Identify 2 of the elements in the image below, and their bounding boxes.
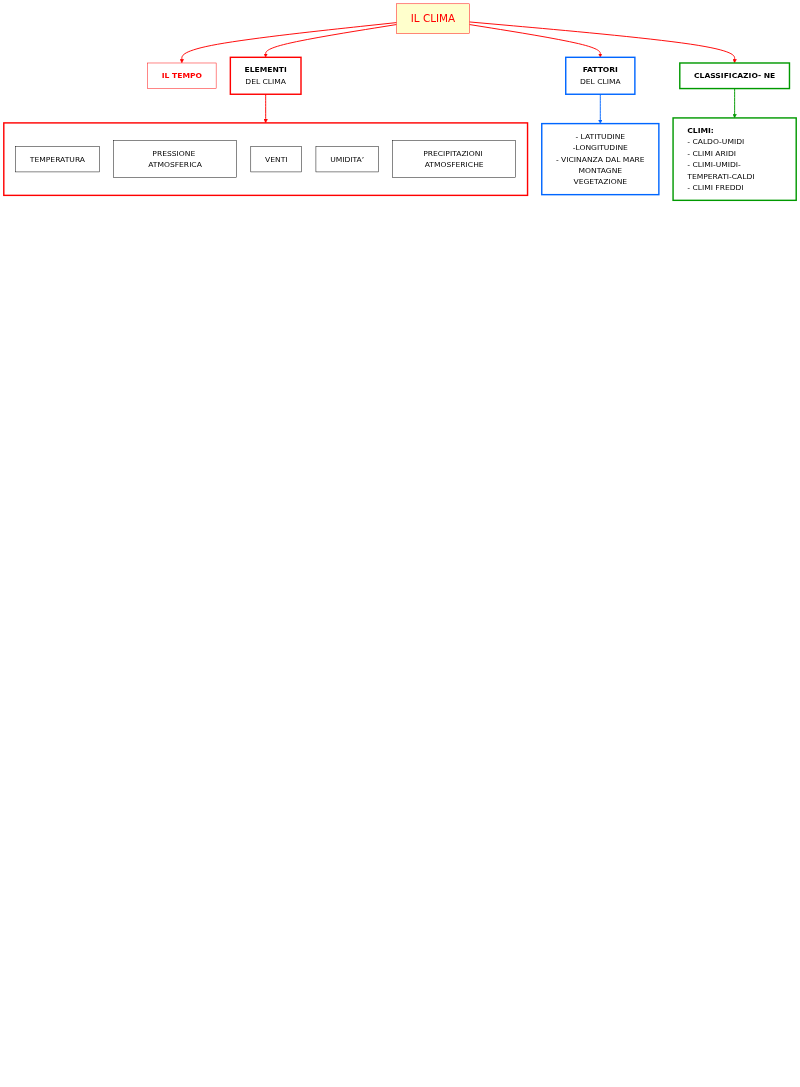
cluster: [3, 122, 529, 197]
node-box: IL CLIMA: [396, 3, 470, 34]
